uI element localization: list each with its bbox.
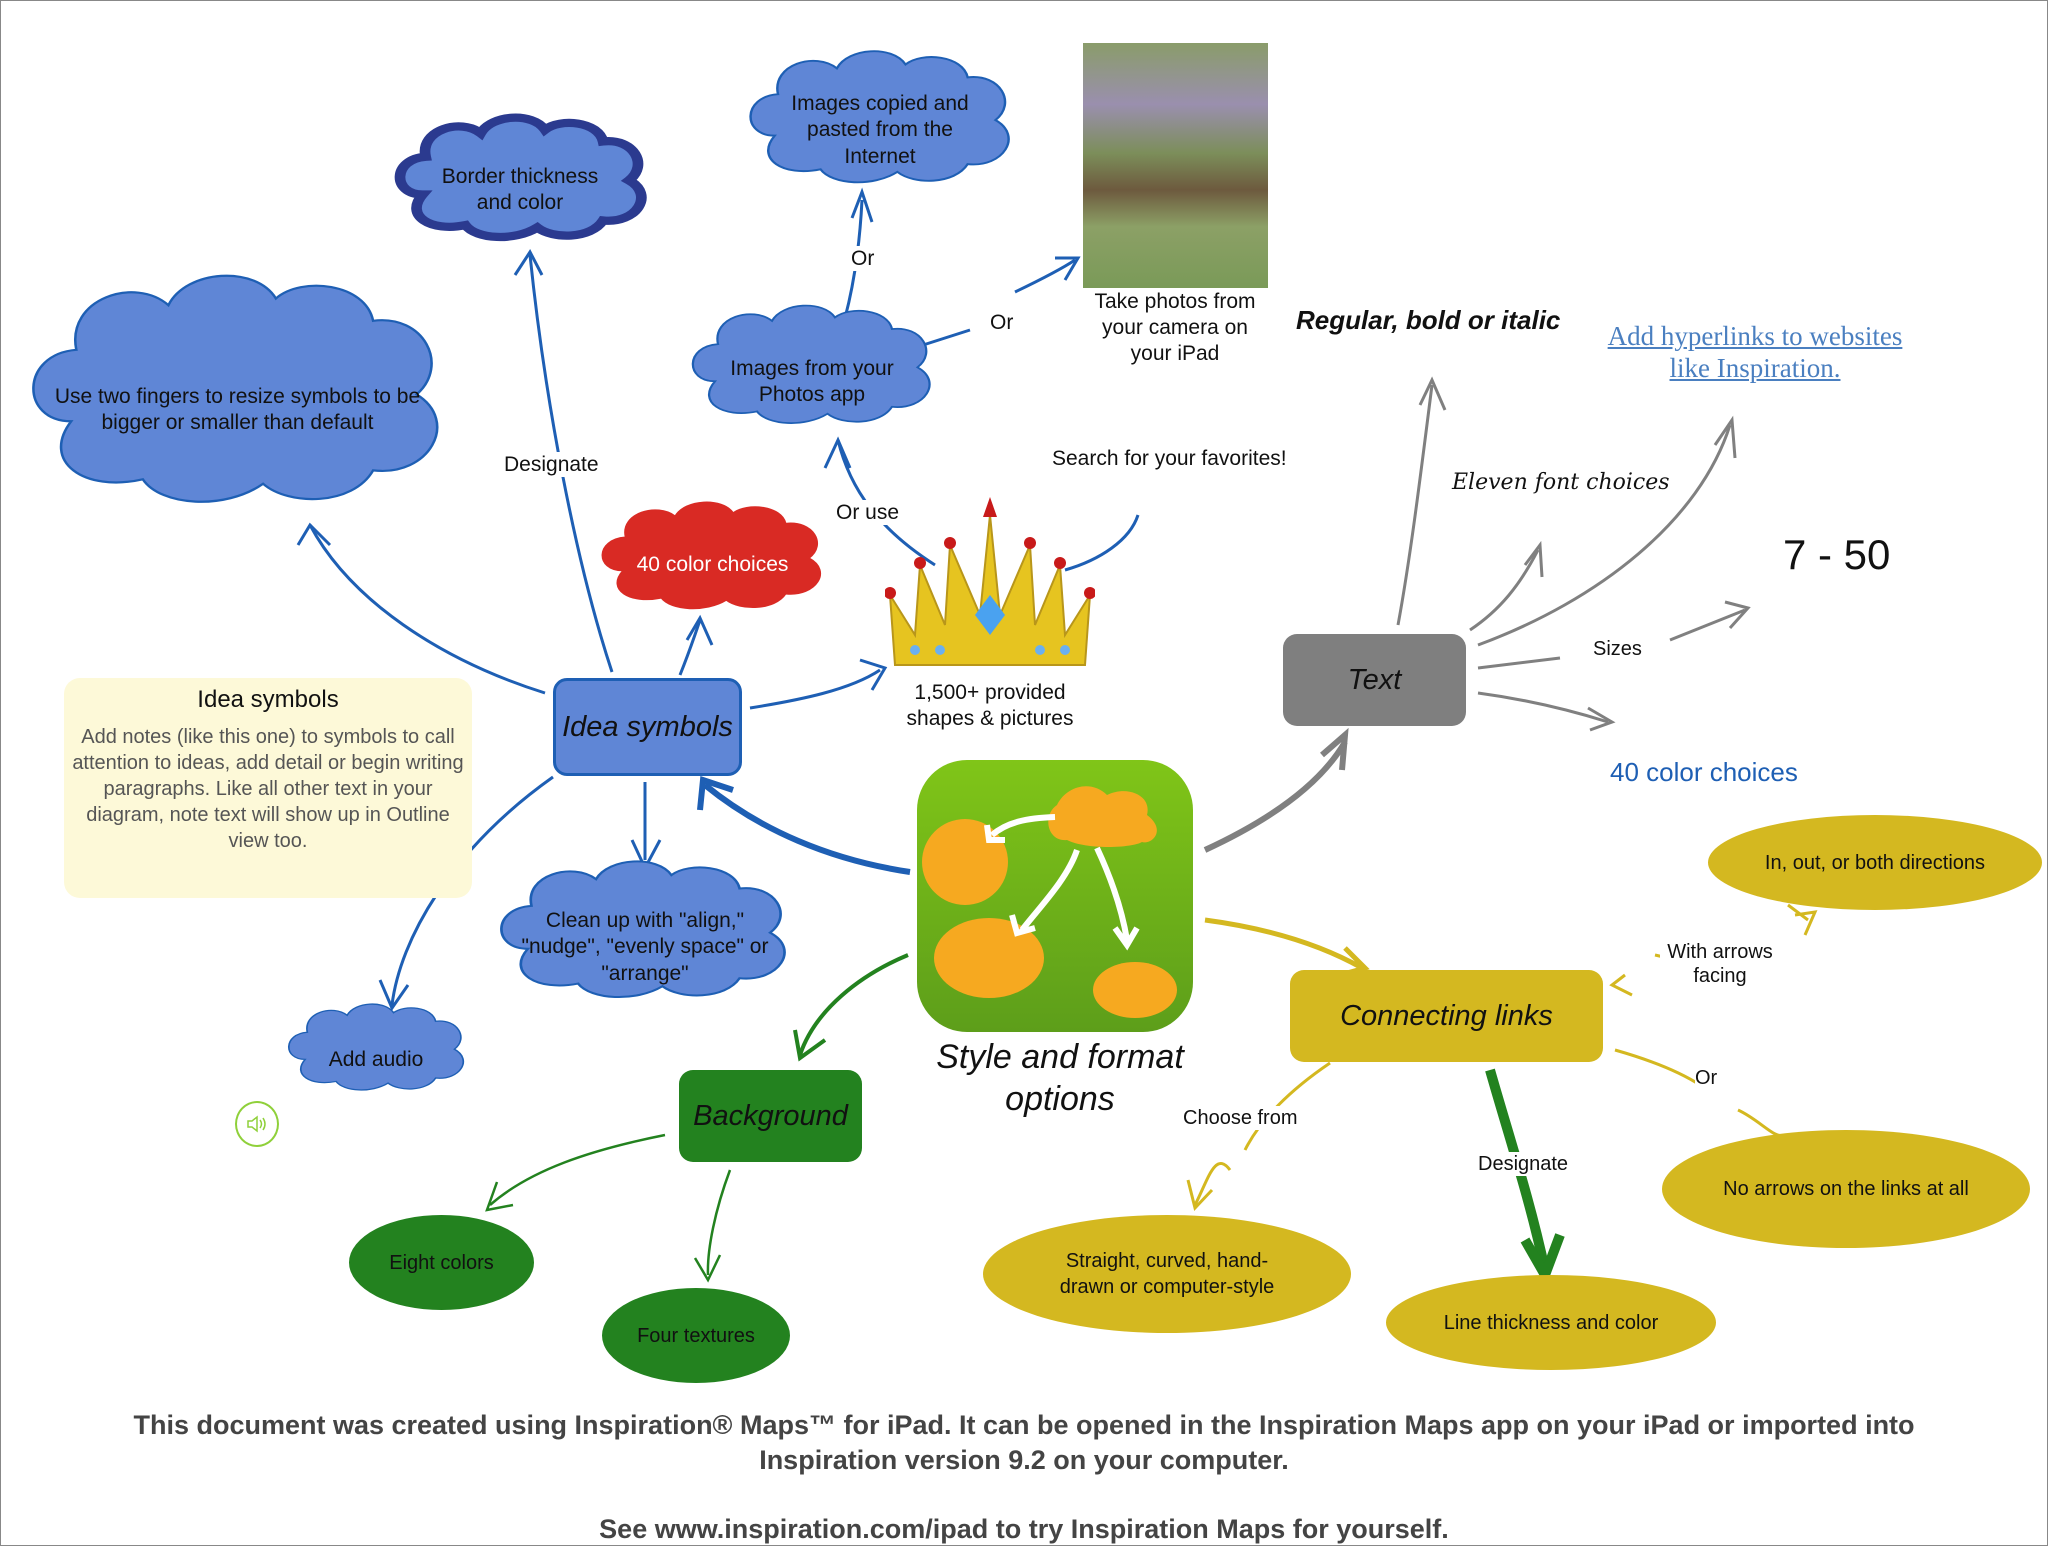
arrow-head: [823, 436, 852, 469]
note-title: Idea symbols: [197, 686, 339, 713]
arrow-head: [1609, 973, 1633, 997]
ellipse-line-styles-label: Straight, curved, hand-drawn or computer…: [1059, 1250, 1275, 1298]
node-text-label: Text: [1347, 663, 1402, 696]
link-label-sizes: Sizes: [1593, 637, 1642, 661]
arrow-head: [1055, 256, 1081, 281]
link-label-designate-links: Designate: [1478, 1152, 1569, 1176]
link-text-colors: [1477, 691, 1609, 724]
link-text-sizes: [1477, 608, 1746, 670]
arrow-head: [1320, 727, 1349, 771]
fonts-label: Eleven font choices: [1452, 470, 1670, 495]
text-colors: 40 color choices: [1610, 757, 1798, 787]
arrow-head: [1713, 415, 1737, 459]
speaker-icon[interactable]: [235, 1101, 279, 1147]
arrow-head: [850, 187, 874, 223]
ellipse-no-arrows[interactable]: No arrows on the links at all: [1662, 1130, 2030, 1248]
hyperlink-text[interactable]: Add hyperlinks to websites like Inspirat…: [1607, 321, 1903, 384]
arrow-head: [859, 658, 888, 691]
central-label-line1: Style and format: [936, 1037, 1184, 1076]
arrow-head: [1794, 910, 1818, 936]
arrow-head: [793, 1029, 827, 1062]
cloud-cleanup-label: Clean up with "align," "nudge", "evenly …: [521, 909, 769, 985]
node-background-label: Background: [693, 1099, 848, 1132]
arrow-head: [697, 775, 734, 811]
node-connecting-links-label: Connecting links: [1340, 999, 1553, 1032]
ellipse-eight-colors-label: Eight colors: [389, 1251, 494, 1274]
ellipse-thickness[interactable]: Line thickness and color: [1386, 1275, 1716, 1370]
link-background-colors: [489, 1133, 666, 1206]
arrow-head: [485, 1181, 514, 1212]
arrow-head: [378, 979, 410, 1012]
crown-caption: 1,500+ provided shapes & pictures: [906, 680, 1074, 730]
cloud-resize-label: Use two fingers to resize symbols to be …: [54, 384, 421, 434]
arrow-head: [693, 1254, 722, 1283]
search-label: Search for your favorites!: [1052, 447, 1287, 470]
ellipse-eight-colors[interactable]: Eight colors: [349, 1215, 534, 1310]
link-label-or: Or: [1695, 1066, 1718, 1090]
note-body: Add notes (like this one) to symbols to …: [72, 726, 464, 852]
ellipse-line-styles[interactable]: Straight, curved, hand-drawn or computer…: [983, 1215, 1351, 1333]
crown-image: [885, 497, 1095, 666]
link-search-crown: [1064, 514, 1140, 572]
link-links-styles: [1193, 1061, 1331, 1206]
link-central-background: [798, 953, 909, 1056]
sizes-value: 7 - 50: [1783, 531, 1891, 578]
node-connecting-links[interactable]: Connecting links: [1290, 970, 1603, 1062]
link-photos-camera: [919, 258, 1076, 348]
ellipse-no-arrows-label: No arrows on the links at all: [1723, 1178, 1969, 1200]
link-label-or-right: Or: [990, 310, 1014, 336]
link-central-idea: [703, 782, 911, 875]
footer-line2: Inspiration version 9.2 on your computer…: [759, 1445, 1289, 1475]
arrow-head: [1724, 600, 1751, 630]
ellipse-four-textures[interactable]: Four textures: [602, 1288, 790, 1383]
ellipse-directions-label: In, out, or both directions: [1764, 851, 1986, 874]
node-background[interactable]: Background: [679, 1070, 862, 1162]
node-text[interactable]: Text: [1283, 634, 1466, 726]
node-idea-symbols[interactable]: Idea symbols: [553, 678, 742, 776]
arrow-head: [1587, 706, 1616, 732]
ellipse-four-textures-label: Four textures: [637, 1324, 755, 1347]
cloud-border-label: Border thickness and color: [441, 164, 599, 214]
link-idea-shapes: [749, 668, 881, 710]
link-idea-resize: [308, 524, 546, 695]
link-label-designate: Designate: [504, 452, 599, 478]
link-label-or-use: Or use: [836, 500, 900, 526]
link-text-fonts: [1469, 549, 1540, 632]
link-idea-color: [678, 619, 702, 676]
link-label-choose-from: Choose from: [1183, 1106, 1298, 1130]
cloud-audio-label: Add audio: [328, 1047, 424, 1071]
text-styles: Regular, bold or italic: [1296, 305, 1561, 335]
link-text-styles: [1396, 384, 1434, 626]
arrow-head: [1418, 376, 1447, 411]
arrow-head: [1186, 1179, 1214, 1212]
camera-caption: Take photos from your camera on your iPa…: [1094, 289, 1256, 366]
central-label-line2: options: [1005, 1080, 1115, 1118]
arrow-head: [296, 522, 332, 547]
node-idea-symbols-label: Idea symbols: [562, 710, 733, 743]
link-links-noarrows: [1614, 1048, 1786, 1138]
central-label: Style and format options: [900, 1033, 1220, 1123]
link-text-hyperlinks: [1477, 424, 1732, 647]
link-central-text: [1203, 740, 1348, 853]
link-label-with-arrows: With arrows facing: [1660, 940, 1780, 988]
footer-line3: See www.inspiration.com/ipad to try Insp…: [599, 1514, 1449, 1544]
note-card[interactable]: Idea symbols Add notes (like this one) t…: [64, 678, 472, 898]
ellipse-thickness-label: Line thickness and color: [1443, 1311, 1659, 1334]
arrow-head: [1523, 540, 1544, 578]
lavender-photo: [1083, 43, 1268, 288]
central-icon[interactable]: [917, 760, 1193, 1032]
cloud-color-label: 40 color choices: [636, 552, 789, 576]
arrow-head: [513, 249, 544, 276]
ellipse-directions[interactable]: In, out, or both directions: [1708, 815, 2042, 910]
link-label-or-top: Or: [851, 246, 875, 272]
arrow-head: [685, 614, 714, 646]
link-background-textures: [706, 1169, 732, 1276]
cloud-internet-label: Images copied and pasted from the Intern…: [791, 92, 969, 168]
link-central-links: [1204, 917, 1364, 971]
footer-line1: This document was created using Inspirat…: [133, 1410, 1915, 1440]
cloud-photos-label: Images from your Photos app: [730, 356, 894, 406]
